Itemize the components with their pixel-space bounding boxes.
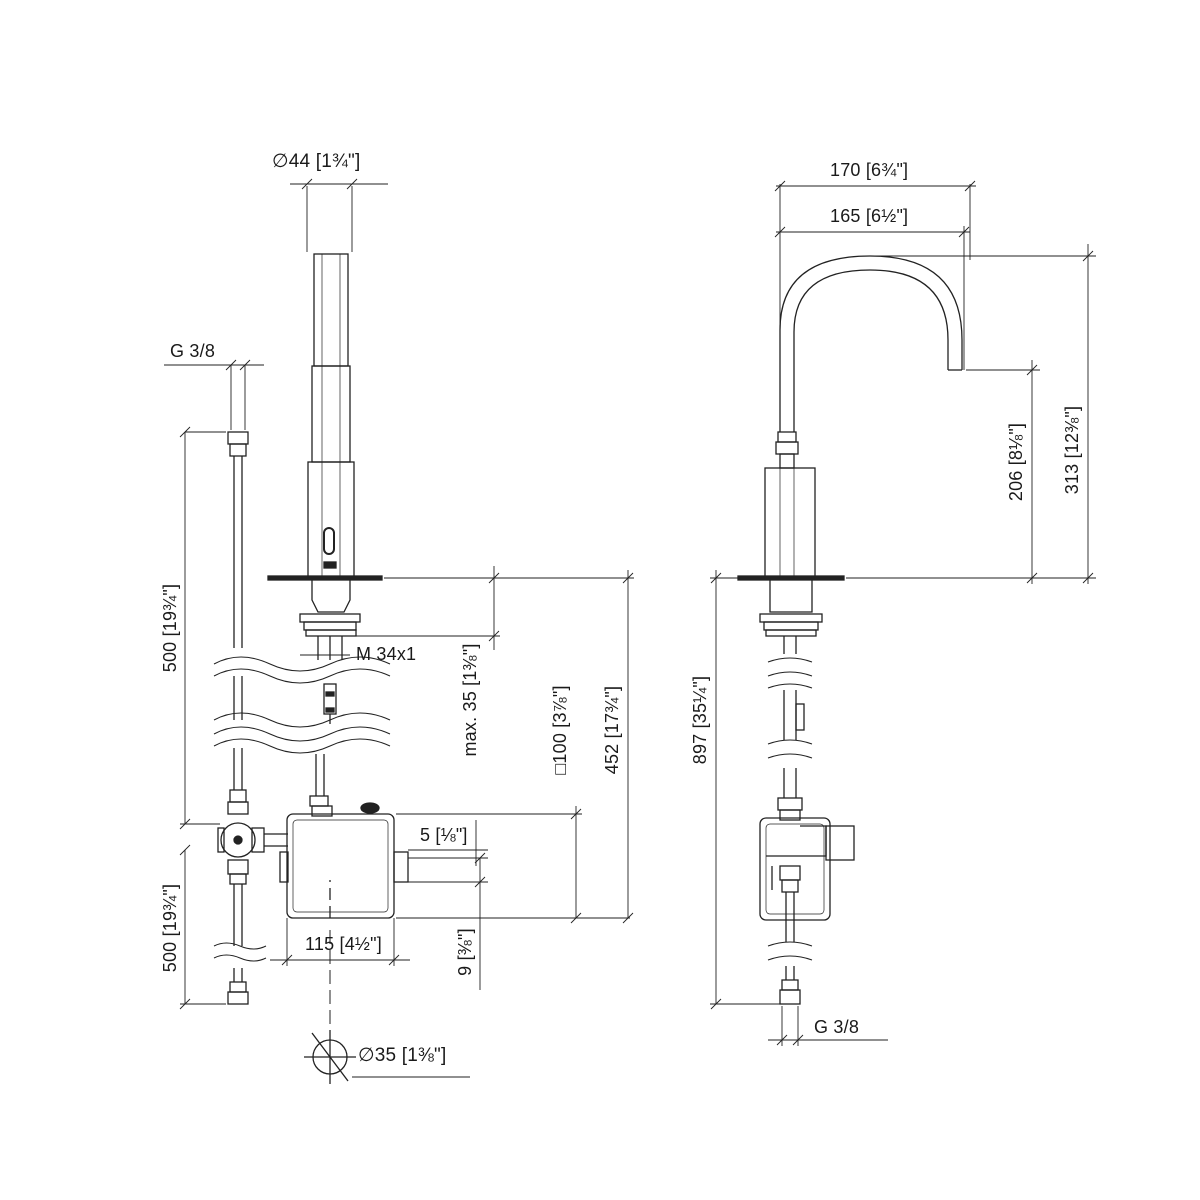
dim-g38-left: G 3/8 xyxy=(170,341,216,361)
break-lines xyxy=(213,656,391,962)
dim-reach-inner: 165 [6½"] xyxy=(830,206,909,226)
dim-total-height: 452 [17¾"] xyxy=(602,685,622,775)
base-body xyxy=(764,467,816,579)
dim-hose-lower: 500 [19¾"] xyxy=(160,883,180,973)
dim-thread: M 34x1 xyxy=(356,644,417,664)
sensor-window xyxy=(323,527,335,555)
dim-spout-height: 313 [12⅜"] xyxy=(1062,405,1082,495)
dim-outlet-height: 206 [8⅛"] xyxy=(1006,422,1026,502)
dim-hole-diameter: ∅35 [1⅜"] xyxy=(358,1045,447,1066)
right-faucet-view xyxy=(710,180,1096,1046)
hole-symbol xyxy=(304,1030,356,1084)
dim-total-length: 897 [35¼"] xyxy=(690,675,710,765)
mounting-plate xyxy=(267,575,383,581)
left-faucet-view xyxy=(164,178,634,1084)
left-dimension-lines xyxy=(164,178,634,1078)
right-dimension-lines xyxy=(710,180,1096,1046)
break-lines-right xyxy=(767,657,813,961)
dim-hose-upper: 500 [19¾"] xyxy=(160,583,180,673)
dim-box-depth: 9 [⅜"] xyxy=(455,928,475,976)
mounting-plate-right xyxy=(737,575,845,581)
dim-max-thickness: max. 35 [1⅜"] xyxy=(460,643,480,757)
dim-reach-outer: 170 [6¾"] xyxy=(830,160,909,180)
gooseneck-spout xyxy=(779,255,963,432)
dim-box-width: 115 [4½"] xyxy=(305,934,382,954)
mounting-nut-right xyxy=(759,580,823,798)
supply-hose xyxy=(217,431,288,1005)
control-box xyxy=(279,802,409,919)
cable-connector xyxy=(323,683,337,724)
dim-box-offset: 5 [⅛"] xyxy=(420,825,468,845)
spout-column xyxy=(307,253,355,579)
dim-box-square: □100 [3⅞"] xyxy=(550,685,570,775)
mounting-nut xyxy=(299,580,361,660)
control-box-side xyxy=(759,797,855,1005)
dim-spout-diameter: ∅44 [1¾"] xyxy=(272,151,361,172)
dim-g38-right: G 3/8 xyxy=(814,1017,860,1037)
